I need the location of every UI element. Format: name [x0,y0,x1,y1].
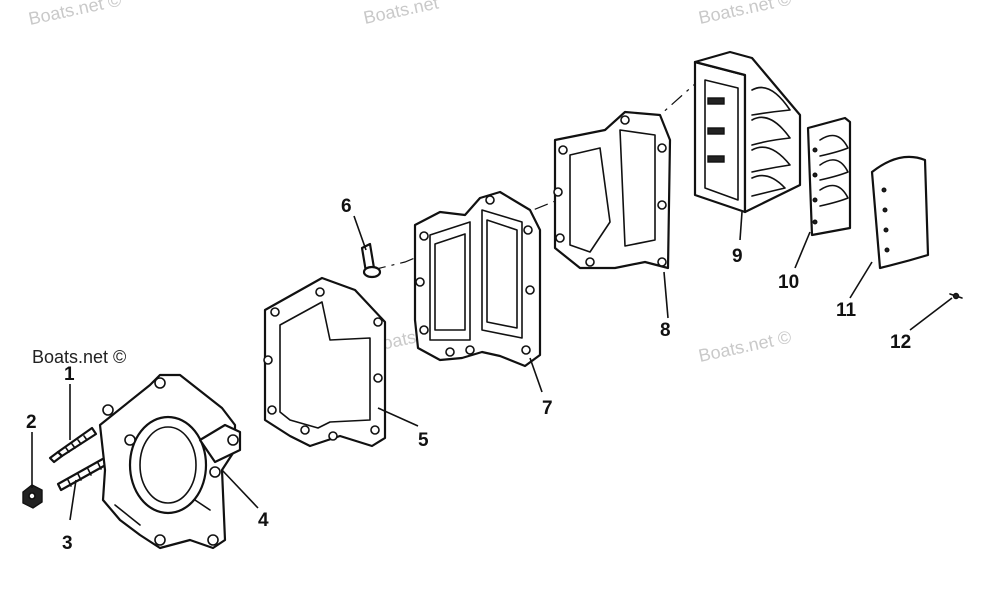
callout-6: 6 [341,196,352,217]
part-1-bolt [48,426,98,464]
leader-lines [31,211,953,521]
callout-5: 5 [418,430,429,451]
callout-12: 12 [890,332,911,353]
callout-labels: 1 2 3 4 5 6 7 8 9 10 11 12 [26,196,911,554]
callout-10: 10 [778,272,799,293]
callout-8: 8 [660,320,671,341]
watermark-top-right: Boats.net © [697,0,793,28]
part-8-gasket [553,110,672,270]
watermark-top-left: Boats.net © [27,0,123,29]
watermark-right: Boats.net © [697,327,793,366]
callout-9: 9 [732,246,743,267]
part-5-gasket [263,276,387,448]
part-4-housing [98,373,242,550]
callout-4: 4 [258,510,269,531]
part-11-reed-stop [870,155,930,270]
part-9-reed-block [693,50,802,214]
callout-1: 1 [64,364,75,385]
callout-7: 7 [542,398,553,419]
part-7-reed-plate [413,190,542,368]
callout-11: 11 [836,300,857,321]
callout-3: 3 [62,533,73,554]
callout-2: 2 [26,412,37,433]
part-10-reed-petals [806,116,852,237]
watermarks: Boats.net © Boats.net Boats.net © Boats.… [27,0,793,367]
part-6-screw [360,242,382,279]
watermark-top-middle: Boats.net [362,0,441,28]
watermark-left-dark: Boats.net © [32,347,126,367]
part-2-nut [22,484,43,509]
part-12-screw [949,292,963,300]
